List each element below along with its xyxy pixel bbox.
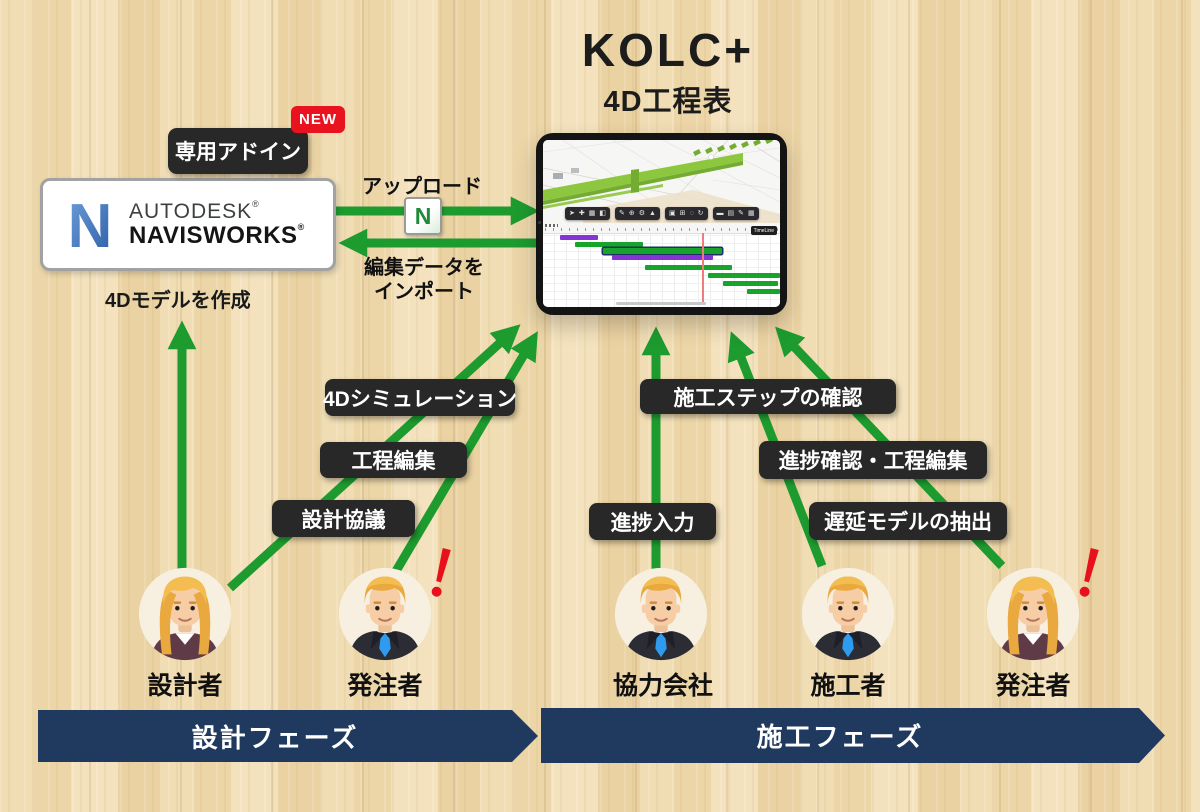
toolbar-icon: ✎ [738,210,745,217]
toolbar-icon: ⊕ [628,210,635,217]
gantt-row-header [545,224,558,227]
gantt-bar [708,273,780,278]
label-4d-simulation: 4Dシミュレーション [323,379,517,416]
partner-avatar [613,566,709,662]
gantt-bars [543,223,780,307]
gantt-bar [612,255,713,260]
owner-avatar [337,566,433,662]
toolbar-icon: ▣ [668,210,676,217]
navisworks-panel: N AUTODESK® NAVISWORKS® [40,178,336,271]
toolbar-icon: ⚙ [638,210,646,217]
autodesk-reg: ® [252,198,260,209]
label-delay-model: 遅延モデルの抽出 [809,502,1007,540]
upload-label: アップロード [362,176,482,198]
toolbar-icon: ◧ [599,210,606,217]
today-line [702,233,704,305]
builder-avatar [800,566,896,662]
logo-letter-n: N [68,192,113,258]
actor-label: 施工者 [810,672,886,700]
label-progress-input: 進捗入力 [589,503,716,540]
toolbar-icon-group: ✎⊕⚙▲ [615,207,660,220]
toolbar-icon-group: ▣⊞◌↻ [664,207,708,220]
actor-label: 発注者 [347,672,423,700]
toolbar-icon: ◌ [689,210,694,217]
gantt-bar [560,235,598,240]
tablet-toolbar: ➤✚▦◧✎⊕⚙▲▣⊞◌↻▬▤✎▦ [565,207,759,220]
label-schedule-edit: 工程編集 [320,442,467,478]
navisworks-text: NAVISWORKS [129,221,298,249]
model-teeth [693,140,773,156]
gantt-tick-marks [545,228,778,231]
navisworks-file-icon: N [404,197,442,235]
actor-label: 設計者 [147,672,223,700]
toolbar-icon: ↻ [697,210,704,217]
actor-builder: 施工者 [800,566,896,702]
autodesk-text: AUTODESK [129,199,253,223]
phase-banner-build: 施工フェーズ [541,708,1165,763]
actor-label: 協力会社 [613,672,714,700]
actor-owner-build: 発注者 [985,566,1081,702]
toolbar-icon: ✚ [578,210,585,217]
actor-label: 発注者 [995,672,1071,700]
gantt-bar [645,265,732,270]
create-4d-model-caption: 4Dモデルを作成 [105,290,251,312]
label-construction-step: 施工ステップの確認 [640,379,896,414]
import-label: 編集データを インポート [344,256,504,304]
gantt-bar [575,242,643,247]
gantt-bar [603,248,722,254]
tablet-device: ➤✚▦◧✎⊕⚙▲▣⊞◌↻▬▤✎▦ TimeLine [536,133,787,315]
toolbar-icon: ▲ [649,210,656,217]
owner2-avatar [985,566,1081,662]
timeline-button: TimeLine [750,226,777,235]
toolbar-icon: ▦ [588,210,596,217]
gantt-timeline-header: TimeLine [543,223,780,235]
page-title: KOLC+ 4D工程表 [538,26,798,120]
toolbar-icon: ✎ [619,210,625,217]
navisworks-reg: ® [297,221,305,232]
addin-label: 専用アドイン [168,128,308,174]
toolbar-icon-group: ➤✚▦◧ [565,207,610,220]
actor-owner-design: 発注者 [337,566,433,702]
app-name: KOLC+ [581,24,755,76]
tablet-screen: ➤✚▦◧✎⊕⚙▲▣⊞◌↻▬▤✎▦ TimeLine [543,140,780,307]
label-progress-edit: 進捗確認・工程編集 [759,441,987,479]
home-indicator [616,302,706,305]
toolbar-icon: ⊞ [679,210,686,217]
toolbar-icon-group: ▬▤✎▦ [712,207,759,220]
actor-partner-company: 協力会社 [613,566,714,702]
navisworks-wordmark: AUTODESK® NAVISWORKS® [129,198,305,249]
phase-banner-design: 設計フェーズ [38,710,538,762]
gantt-chart: TimeLine [543,223,780,307]
designer-avatar [137,566,233,662]
new-badge: NEW [291,106,345,133]
actor-designer: 設計者 [137,566,233,702]
toolbar-icon: ▤ [727,210,735,217]
app-subtitle: 4D工程表 [603,86,733,119]
import-label-line2: インポート [374,281,474,303]
toolbar-icon: ➤ [569,210,575,217]
gantt-bar [723,281,778,286]
import-label-line1: 編集データを [364,257,484,279]
label-design-council: 設計協議 [272,500,415,537]
camera-icon [538,221,541,224]
navisworks-logo-icon: N [68,192,113,258]
toolbar-icon: ▬ [716,210,724,217]
toolbar-icon: ▦ [748,210,755,217]
gantt-bar [747,289,780,294]
